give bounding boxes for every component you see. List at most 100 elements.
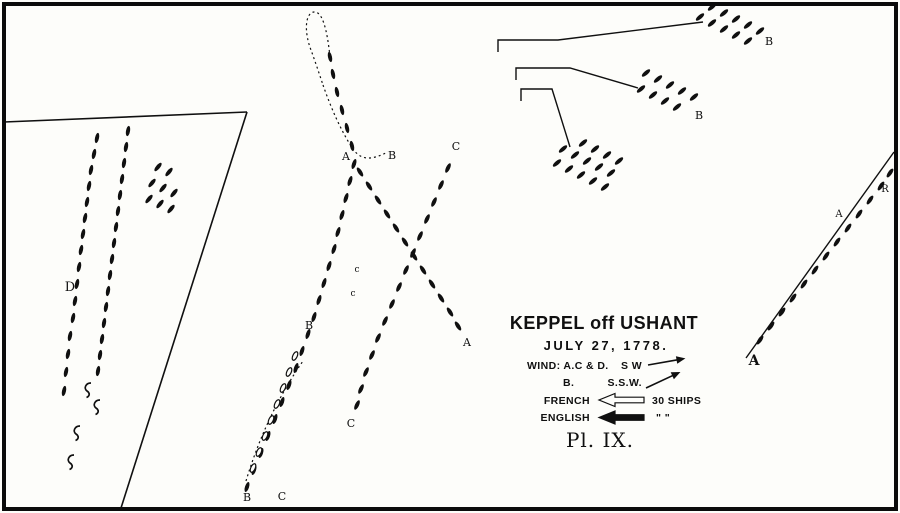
map-label-R: R [881, 184, 889, 195]
plate-number: Pl. IX. [566, 428, 634, 452]
ship-crossing-track-a [428, 279, 436, 289]
ship-squadron-b-rear [564, 165, 574, 173]
ship-division-d-weather-column [105, 285, 111, 297]
ship-squadron-r-line [844, 223, 852, 233]
ship-squadron-b-van [755, 27, 765, 35]
map-label-B: B [305, 319, 313, 332]
ship-squadron-r-line [789, 293, 797, 303]
ship-squadron-b-centre [636, 85, 646, 93]
track-line-course-line-rear [520, 88, 571, 148]
ship-main-track-head [349, 140, 355, 152]
map-label-B: B [695, 109, 703, 122]
track-line-course-line-centre [515, 67, 639, 89]
ship-division-d-weather-column [125, 125, 131, 137]
ship-crossing-track-a [401, 237, 409, 247]
ship-division-d-stragglers [67, 454, 75, 471]
ship-division-d-cluster [167, 204, 175, 214]
ship-main-track-line [347, 176, 353, 186]
ship-division-d-stragglers [84, 382, 92, 399]
wind-label-b: B. [563, 377, 574, 389]
ship-squadron-b-van [707, 3, 717, 11]
ship-main-track-line [339, 210, 345, 220]
ship-main-track-line [279, 397, 285, 407]
ship-squadron-r-line [855, 209, 863, 219]
ship-main-track-line [244, 482, 250, 492]
ship-division-d-weather-column [97, 349, 103, 361]
ship-squadron-r-line [778, 307, 786, 317]
ship-squadron-b-rear [582, 157, 592, 165]
ship-main-track-line [331, 244, 337, 254]
ship-tacking-open-line [291, 351, 299, 361]
english-ditto-marks: " " [656, 412, 670, 424]
map-label-A: A [748, 353, 761, 369]
ship-division-d-weather-column [107, 269, 113, 281]
ship-division-d-lee-column [86, 180, 92, 192]
track-line-chart-edge-top [3, 111, 248, 123]
ship-crossing-track-c [354, 400, 360, 410]
ship-crossing-track-a [374, 195, 382, 205]
ship-squadron-b-centre [665, 81, 675, 89]
ship-crossing-track-c [396, 282, 402, 292]
track-line-course-line-van [497, 21, 704, 52]
dotted-track-hairpin-loop [305, 11, 331, 86]
ship-crossing-track-c [382, 316, 388, 326]
ship-squadron-b-rear [602, 151, 612, 159]
ship-main-track-head [334, 86, 340, 98]
ship-crossing-track-a [419, 265, 427, 275]
ship-division-d-weather-column [109, 253, 115, 265]
ship-crossing-track-c [438, 180, 444, 190]
ship-squadron-b-van [731, 31, 741, 39]
ship-squadron-b-rear [590, 145, 600, 153]
ship-tacking-open-line [267, 415, 275, 425]
ship-crossing-track-c [431, 197, 437, 207]
track-lines-layer [3, 21, 895, 509]
ship-division-d-lee-column [80, 228, 86, 240]
ship-squadron-b-rear [552, 159, 562, 167]
ship-division-d-weather-column [95, 365, 101, 377]
dotted-track-loop-trail [322, 84, 389, 159]
ship-squadron-b-van [719, 25, 729, 33]
map-label-c: c [350, 289, 355, 299]
ship-division-d-stragglers [93, 399, 101, 416]
french-count: 30 SHIPS [652, 395, 701, 407]
ship-main-track-line [299, 346, 305, 356]
ship-division-d-weather-column [113, 221, 119, 233]
ship-crossing-track-a [454, 321, 462, 331]
ship-division-d-weather-column [121, 157, 127, 169]
ship-crossing-track-c [375, 333, 381, 343]
ship-squadron-b-centre [672, 103, 682, 111]
ship-division-d-lee-column [84, 196, 90, 208]
ship-division-d-stragglers [73, 425, 81, 442]
ship-squadron-r-line [886, 168, 894, 178]
ship-division-d-cluster [148, 178, 156, 188]
ship-main-track-head [330, 68, 336, 80]
map-label-A: A [341, 150, 351, 163]
ship-squadron-b-centre [689, 93, 699, 101]
map-label-C: C [278, 490, 286, 503]
map-label-C: C [452, 140, 460, 153]
ship-main-track-line [326, 261, 332, 271]
ship-squadron-b-rear [600, 183, 610, 191]
ship-tacking-open-line [255, 447, 263, 457]
ship-squadron-b-van [719, 9, 729, 17]
ship-division-d-lee-column [76, 261, 82, 273]
ship-crossing-track-c [424, 214, 430, 224]
ship-squadron-b-van [743, 21, 753, 29]
ship-tacking-open-line [249, 463, 257, 473]
ship-main-track-line [351, 159, 357, 169]
map-date: JULY 27, 1778. [544, 338, 669, 353]
ship-squadron-r-line [822, 251, 830, 261]
ship-crossing-track-a [392, 223, 400, 233]
ship-crossing-track-a [356, 167, 364, 177]
ship-main-track-line [293, 363, 299, 373]
ship-squadron-b-van [743, 37, 753, 45]
ship-division-d-lee-column [94, 132, 100, 144]
ship-main-track-head [327, 51, 333, 63]
wind-label-acd: WIND: A.C & D. [527, 360, 609, 372]
ship-squadron-b-centre [677, 87, 687, 95]
ship-main-track-line [321, 278, 327, 288]
ship-division-d-cluster [156, 199, 164, 209]
ship-crossing-track-a [437, 293, 445, 303]
ship-division-d-lee-column [61, 385, 67, 397]
